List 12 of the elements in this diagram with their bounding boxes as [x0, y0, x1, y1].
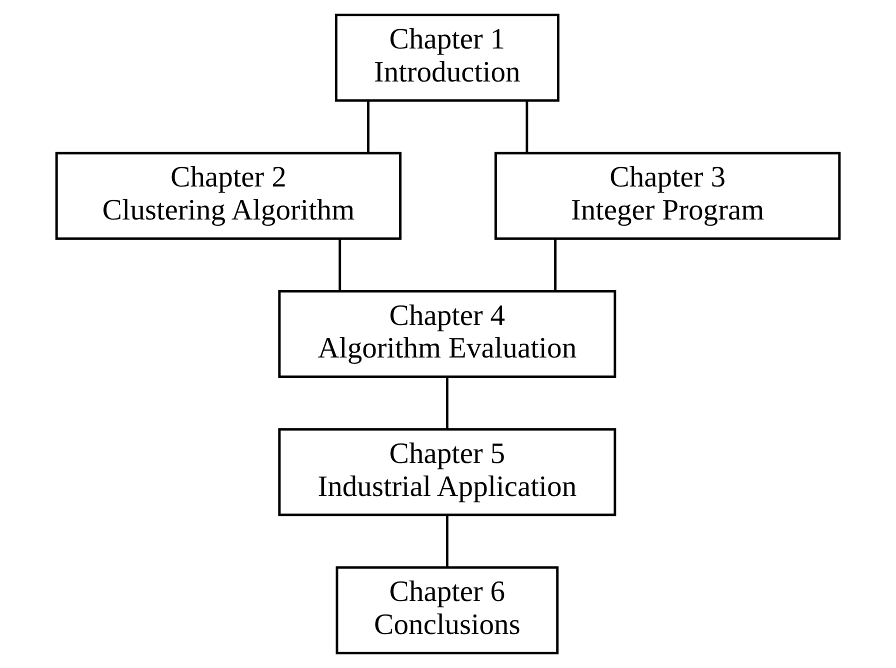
node-box: Chapter 4 Algorithm Evaluation	[278, 290, 616, 378]
node-box: Chapter 6 Conclusions	[336, 566, 559, 654]
connector	[338, 238, 342, 292]
connector	[446, 376, 448, 430]
node-box: Chapter 3 Integer Program	[494, 152, 841, 240]
node-box: Chapter 5 Industrial Application	[278, 428, 616, 516]
connector	[367, 100, 370, 153]
connector	[526, 100, 528, 153]
node-box: Chapter 2 Clustering Algorithm	[55, 152, 402, 240]
node-box: Chapter 1 Introduction	[334, 14, 560, 102]
connector	[554, 238, 557, 292]
connector	[446, 515, 448, 568]
